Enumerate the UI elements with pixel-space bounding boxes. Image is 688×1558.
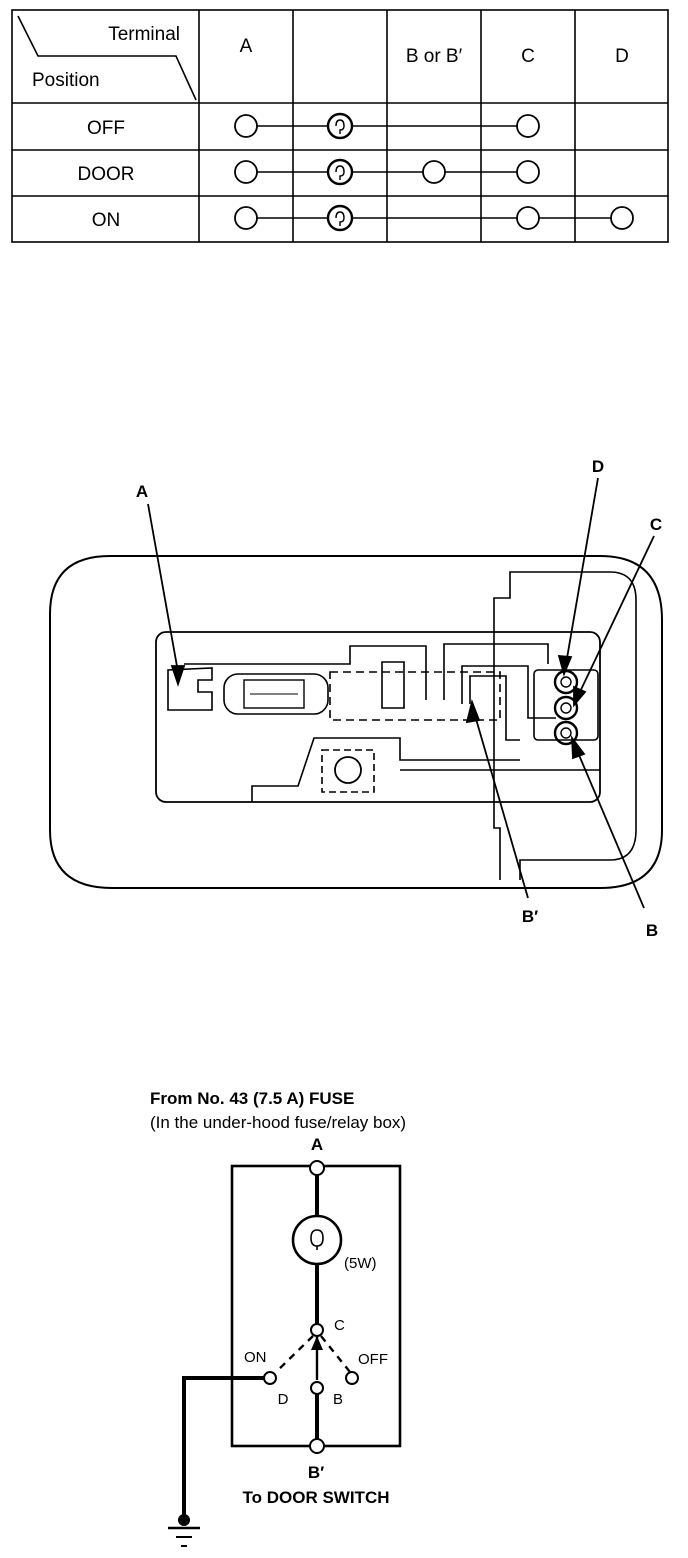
switch-alt-off: [320, 1335, 351, 1373]
label-a: A: [136, 482, 148, 501]
clip-wire: [184, 645, 427, 700]
position-off-label: OFF: [358, 1351, 388, 1368]
ground-junction: [178, 1514, 190, 1526]
screw-boss: [334, 756, 362, 784]
schematic-text: From No. 43 (7.5 A) FUSE (In the under-h…: [150, 1089, 406, 1507]
row-label-door: DOOR: [78, 164, 135, 185]
ground-wire: [182, 1376, 272, 1520]
bulb-filament-icon: [335, 165, 345, 180]
bulb-icon: [326, 204, 354, 232]
header-position: Position: [32, 70, 100, 91]
contact-strip: [469, 675, 520, 741]
label-b: B: [646, 921, 658, 940]
bulb-glass: [243, 679, 305, 709]
terminal-off-node: [345, 1371, 359, 1385]
bulb-holder: [167, 667, 213, 711]
contact-strip: [461, 665, 556, 719]
leader-lines: [147, 477, 655, 909]
terminal-b-node: [310, 1381, 324, 1395]
continuity-marks: [234, 112, 634, 232]
continuity-table: [11, 9, 669, 243]
terminal-d-node: [263, 1371, 277, 1385]
bulb-symbol: [291, 1214, 343, 1266]
leader-c-arrowhead: [573, 685, 587, 708]
housing-inner: [493, 571, 637, 880]
leader-d: [565, 477, 599, 665]
leader-d-arrowhead: [557, 654, 573, 677]
terminal-b-contact-inner: [560, 727, 572, 739]
label-c: C: [650, 515, 662, 534]
leader-a: [147, 503, 179, 673]
switch-alt-on: [275, 1335, 314, 1373]
schematic-terminal-a: A: [311, 1135, 323, 1154]
label-d: D: [592, 457, 604, 476]
slider-dashed: [329, 671, 501, 721]
terminal-b-contact: [553, 720, 579, 746]
terminal-d-contact-inner: [560, 676, 572, 688]
terminal-c-contact-inner: [560, 702, 572, 714]
screw-boss-dashed: [321, 749, 375, 793]
header-terminal: Terminal: [108, 24, 180, 45]
row-label-on: ON: [92, 210, 121, 231]
bulb-filament-icon: [335, 119, 345, 134]
leader-a-arrowhead: [170, 665, 186, 687]
bulb-filament-symbol: [310, 1229, 324, 1247]
terminal-c-node: [310, 1323, 324, 1337]
switch-housing-drawing: [49, 555, 663, 889]
schematic-terminal-b-prime: B′: [308, 1463, 324, 1482]
table-text: Terminal Position A B or B′ C D OFF DOOR…: [32, 24, 629, 231]
switch-arm-arrowhead: [311, 1336, 323, 1350]
bulb-filament-icon: [335, 211, 345, 226]
continuity-terminal: [516, 206, 540, 230]
table-border: [11, 9, 669, 243]
leader-b-prime-arrowhead: [465, 699, 481, 724]
terminal-block: [533, 669, 599, 741]
source-caption: From No. 43 (7.5 A) FUSE: [150, 1089, 354, 1108]
continuity-terminal: [234, 114, 258, 138]
housing-outer: [49, 555, 663, 889]
continuity-terminal: [234, 206, 258, 230]
position-on-label: ON: [244, 1349, 267, 1366]
leader-b-prime: [473, 711, 529, 899]
leader-c: [577, 535, 655, 697]
terminal-b-prime-node: [309, 1438, 325, 1454]
bulb-icon: [326, 112, 354, 140]
switch-plate: [155, 631, 601, 803]
contact-strip: [443, 643, 549, 700]
bulb-body: [223, 673, 329, 715]
wiring-schematic: [168, 1160, 402, 1547]
destination-caption: To DOOR SWITCH: [243, 1488, 390, 1507]
continuity-terminal: [422, 160, 446, 184]
contact-strip: [381, 661, 405, 709]
column-header-b: B or B′: [406, 46, 463, 67]
terminal-c-contact: [553, 695, 579, 721]
schematic-terminal-b: B: [333, 1391, 343, 1408]
schematic-terminal-c: C: [334, 1317, 345, 1334]
column-header-c: C: [521, 46, 535, 67]
continuity-terminal: [610, 206, 634, 230]
leader-b: [575, 747, 645, 909]
terminal-a-node: [309, 1160, 325, 1176]
schematic-terminal-d: D: [278, 1391, 289, 1408]
continuity-terminal: [516, 160, 540, 184]
column-header-d: D: [615, 46, 629, 67]
bulb-icon: [326, 158, 354, 186]
label-b-prime: B′: [522, 907, 538, 926]
column-header-a: A: [240, 36, 253, 57]
switch-labels: A D C B′ B: [136, 457, 662, 940]
header-diagonal: [17, 15, 197, 101]
source-location: (In the under-hood fuse/relay box): [150, 1113, 406, 1132]
lower-bracket: [251, 737, 520, 802]
leader-b-arrowhead: [570, 735, 586, 760]
row-label-off: OFF: [87, 118, 125, 139]
bulb-rating: (5W): [344, 1255, 377, 1272]
continuity-terminal: [234, 160, 258, 184]
continuity-terminal: [516, 114, 540, 138]
